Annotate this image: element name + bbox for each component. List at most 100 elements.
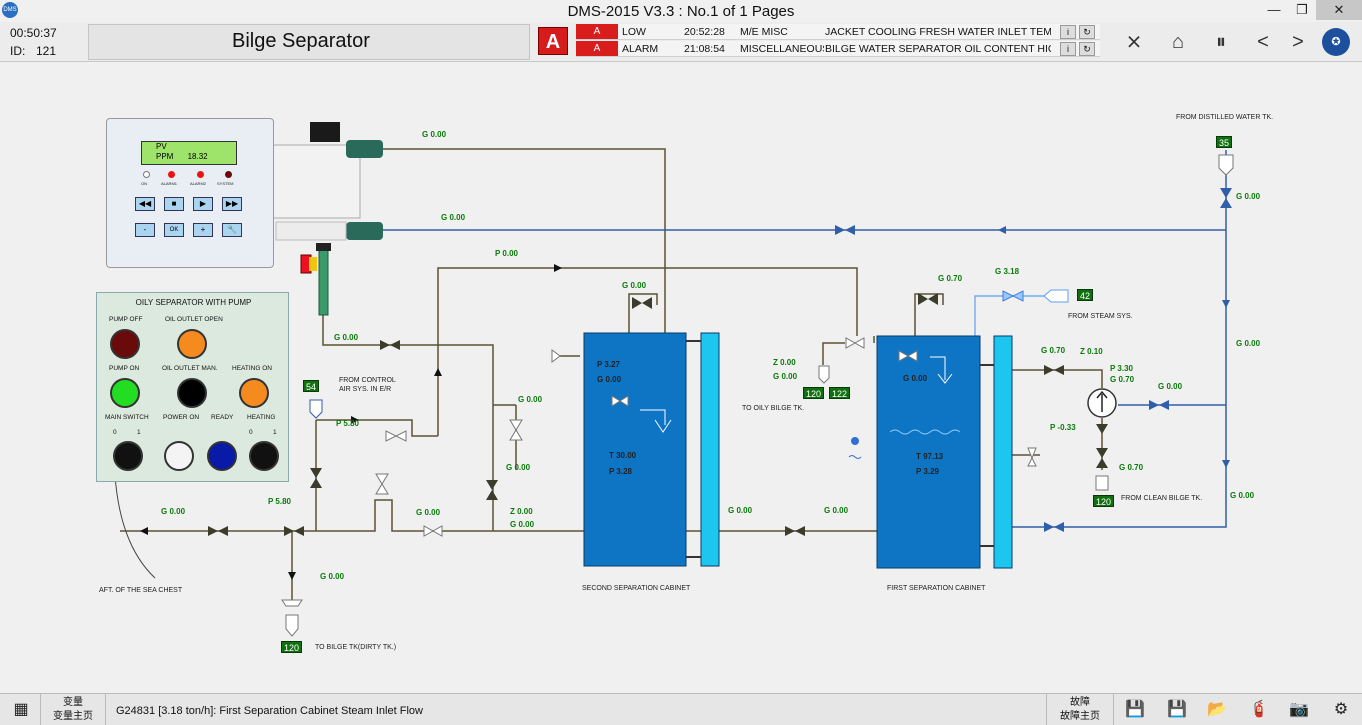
on-led xyxy=(143,171,150,178)
plus-button[interactable]: + xyxy=(193,223,213,237)
alarm2-led xyxy=(197,171,204,178)
switch-1-label: 1 xyxy=(137,429,141,436)
clock: 00:50:37 xyxy=(10,26,57,40)
alarm2-label: ALARM2 xyxy=(190,181,207,186)
minus-button[interactable]: - xyxy=(135,223,155,237)
main-switch-label: MAIN SWITCH xyxy=(105,414,149,421)
ready-lamp xyxy=(207,441,237,471)
minimize-button[interactable]: — xyxy=(1267,2,1281,17)
flow-value: G 0.00 xyxy=(320,572,345,581)
flow-value: G 0.70 xyxy=(1041,346,1066,355)
home-icon[interactable]: ⌂ xyxy=(1171,31,1185,53)
first-cabinet-flow: G 0.00 xyxy=(903,374,928,383)
alarm1-label: ALARM1 xyxy=(161,181,178,186)
fault-home-label: 故障主页 xyxy=(1060,711,1100,722)
bottom-bar: ▦ 变量 变量主页 G24831 [3.18 ton/h]: First Sep… xyxy=(0,693,1362,725)
flow-value: G 0.00 xyxy=(416,508,441,517)
title-bar: DMS DMS-2015 V3.3 : No.1 of 1 Pages — ❐ … xyxy=(0,0,1362,22)
stop-button[interactable]: ■ xyxy=(164,197,184,211)
oily-separator-panel: OILY SEPARATOR WITH PUMP PUMP OFF OIL OU… xyxy=(96,292,289,482)
info-icon[interactable]: i xyxy=(1060,42,1076,56)
info-icon[interactable]: i xyxy=(1060,25,1076,39)
pump-on-button[interactable] xyxy=(110,378,140,408)
second-cabinet-flow: G 0.00 xyxy=(597,375,622,384)
z-value: Z 0.00 xyxy=(773,358,796,367)
alarm-time: 21:08:54 xyxy=(684,43,725,55)
status-message: G24831 [3.18 ton/h]: First Separation Ca… xyxy=(116,705,423,717)
grid-icon[interactable]: ▦ xyxy=(13,701,29,718)
flow-value: G 0.00 xyxy=(422,130,447,139)
oil-outlet-open-label: OIL OUTLET OPEN xyxy=(165,316,223,323)
window-title: DMS-2015 V3.3 : No.1 of 1 Pages xyxy=(567,3,795,20)
maximize-button[interactable]: ❐ xyxy=(1296,2,1308,17)
to-bilge-dirty-label: TO BILGE TK(DIRTY TK.) xyxy=(315,644,397,651)
tank-id[interactable]: 35 xyxy=(1216,136,1233,148)
main-switch[interactable] xyxy=(113,441,143,471)
alarm-row[interactable]: A LOW 20:52:28 M/E MISC JACKET COOLING F… xyxy=(576,24,1100,40)
second-cabinet-temp: T 30.00 xyxy=(609,451,637,460)
ok-button[interactable]: OK xyxy=(164,223,184,237)
from-control-air-label-2: AIR SYS. IN E/R xyxy=(339,386,392,393)
id-label: ID: xyxy=(10,44,26,58)
variable-button[interactable]: 变量 变量主页 xyxy=(40,694,106,725)
open-folder-icon[interactable]: 📂 xyxy=(1207,701,1227,718)
from-distilled-label: FROM DISTILLED WATER TK. xyxy=(1176,114,1274,121)
from-steam-label: FROM STEAM SYS. xyxy=(1068,313,1133,320)
alarm-type: LOW xyxy=(622,26,646,38)
oil-outlet-man-button[interactable] xyxy=(177,378,207,408)
pressure-value: P 3.30 xyxy=(1110,364,1133,373)
variable-home-label: 变量主页 xyxy=(53,711,93,722)
fault-label: 故障 xyxy=(1070,697,1090,708)
settings-icon[interactable]: ⚙ xyxy=(1333,701,1349,718)
pause-icon[interactable]: ⏸ xyxy=(1216,31,1226,53)
lcd-line2: PPM 18.32 xyxy=(156,152,236,162)
oil-content-meter: PV PPM 18.32 ON ALARM1 ALARM2 SYSTEM ◀◀ … xyxy=(106,118,274,268)
mute-icon[interactable]: ⨯ xyxy=(1125,31,1143,53)
first-cabinet-temp: T 97.13 xyxy=(916,452,944,461)
piping-svg xyxy=(114,122,1234,637)
alarm-type: ALARM xyxy=(622,43,659,55)
panel-title: OILY SEPARATOR WITH PUMP xyxy=(135,298,252,307)
tank-id[interactable]: 54 xyxy=(303,380,320,392)
flow-value: G 0.00 xyxy=(1236,339,1261,348)
power-on-lamp xyxy=(164,441,194,471)
alarm-time: 20:52:28 xyxy=(684,26,725,38)
acknowledge-icon[interactable]: ↻ xyxy=(1079,25,1095,39)
lcd-line1: PV xyxy=(156,142,167,151)
page-title: Bilge Separator xyxy=(232,30,370,52)
close-button[interactable]: ✕ xyxy=(1316,0,1362,20)
flow-value: G 3.18 xyxy=(995,267,1020,276)
second-cabinet-pressure-2: P 3.28 xyxy=(609,467,632,476)
next-icon[interactable]: > xyxy=(1292,31,1304,53)
fault-button[interactable]: 故障 故障主页 xyxy=(1046,694,1114,725)
camera-icon[interactable]: 📷 xyxy=(1289,701,1309,718)
ready-label: READY xyxy=(211,414,234,421)
z-value: Z 0.10 xyxy=(1080,347,1103,356)
save-as-icon[interactable]: 💾 xyxy=(1167,701,1187,718)
save-icon[interactable]: 💾 xyxy=(1125,701,1145,718)
flow-value: G 0.00 xyxy=(441,213,466,222)
flow-value: G 0.00 xyxy=(824,506,849,515)
flow-value: G 0.00 xyxy=(510,520,535,529)
oil-outlet-open-lamp xyxy=(177,329,207,359)
tank-id[interactable]: 42 xyxy=(1077,289,1094,301)
fast-forward-button[interactable]: ▶▶ xyxy=(222,197,242,211)
alarm-text: JACKET COOLING FRESH WATER INLET TEMI xyxy=(825,26,1051,38)
heating-switch[interactable] xyxy=(249,441,279,471)
first-cabinet-label: FIRST SEPARATION CABINET xyxy=(887,585,986,592)
tank-id[interactable]: 120 xyxy=(803,387,825,399)
acknowledge-icon[interactable]: ↻ xyxy=(1079,42,1095,56)
lcd-display: PV PPM 18.32 xyxy=(141,141,237,165)
extinguisher-icon[interactable]: 🧯 xyxy=(1249,701,1269,718)
alarm-row[interactable]: A ALARM 21:08:54 MISCELLANEOUS BILGE WAT… xyxy=(576,41,1100,57)
tank-id[interactable]: 122 xyxy=(829,387,851,399)
tank-id[interactable]: 120 xyxy=(1093,495,1115,507)
rewind-button[interactable]: ◀◀ xyxy=(135,197,155,211)
previous-icon[interactable]: < xyxy=(1257,31,1269,53)
wrench-icon[interactable]: 🔧 xyxy=(222,223,242,237)
switch-0-label: 0 xyxy=(249,429,253,436)
tank-id[interactable]: 120 xyxy=(281,641,303,653)
alarm-badge[interactable]: A xyxy=(538,27,568,55)
play-button[interactable]: ▶ xyxy=(193,197,213,211)
